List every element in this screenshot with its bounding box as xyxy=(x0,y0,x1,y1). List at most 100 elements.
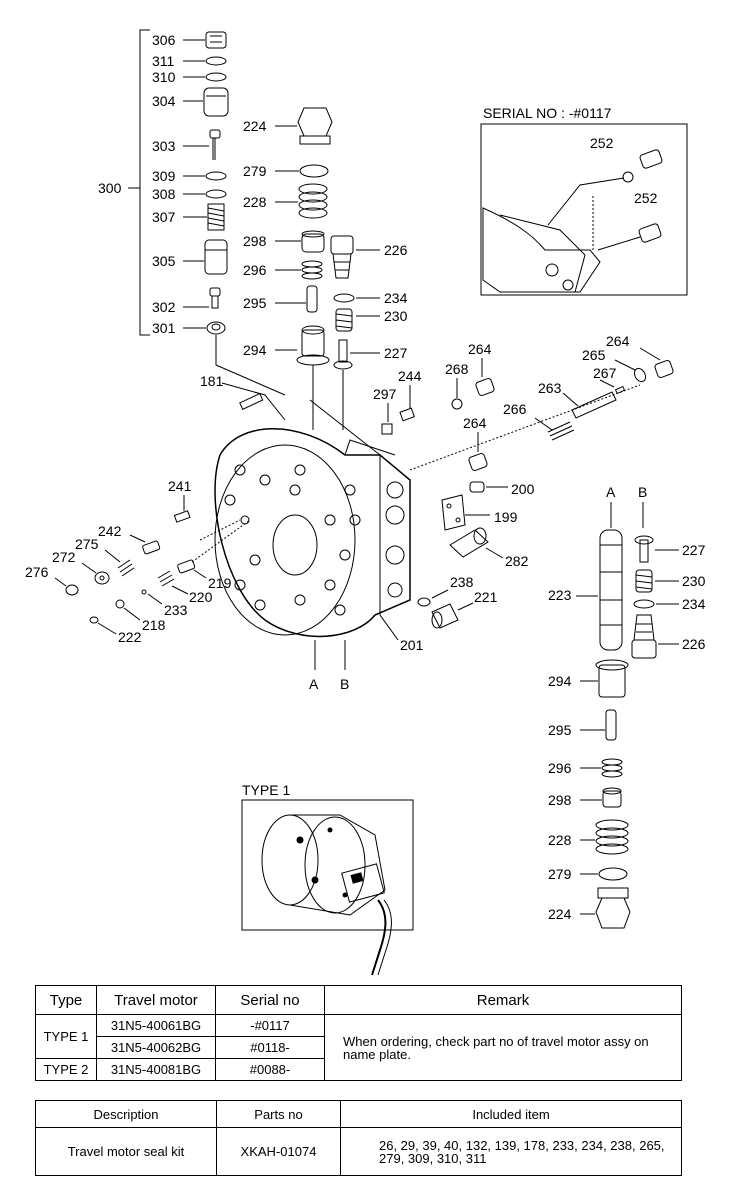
col-included-item: Included item xyxy=(340,1100,682,1128)
part-252-bottom: 252 xyxy=(634,190,662,243)
part-309: 309 xyxy=(152,168,227,184)
spool-label-224: 224 xyxy=(548,906,572,922)
type-table: Type Travel motor Serial no Remark TYPE … xyxy=(35,985,682,1081)
part-307: 307 xyxy=(152,203,225,231)
part-244: 244 xyxy=(398,368,422,422)
label-224: 224 xyxy=(243,118,267,134)
part-230: 230 xyxy=(335,308,408,332)
spool-298: 298 xyxy=(548,787,622,808)
part-264-a: 264 xyxy=(468,341,495,396)
spool-label-230: 230 xyxy=(682,573,706,589)
serial-cell: #0118- xyxy=(215,1036,325,1059)
spool-label-223: 223 xyxy=(548,587,572,603)
label-275: 275 xyxy=(75,536,99,552)
part-295: 295 xyxy=(243,285,318,313)
spool-label-226: 226 xyxy=(682,636,706,652)
part-308: 308 xyxy=(152,186,227,202)
relief-valve-stack: 224 279 228 298 296 295 xyxy=(243,107,408,430)
spool-label-295: 295 xyxy=(548,722,572,738)
label-221: 221 xyxy=(474,589,498,605)
label-252-a: 252 xyxy=(590,135,614,151)
label-241: 241 xyxy=(168,478,192,494)
label-238: 238 xyxy=(450,574,474,590)
part-267: 267 xyxy=(593,365,626,395)
part-268: 268 xyxy=(445,361,469,410)
label-301: 301 xyxy=(152,320,176,336)
part-282: 282 xyxy=(449,527,529,569)
spool-label-298: 298 xyxy=(548,792,572,808)
label-234: 234 xyxy=(384,290,408,306)
spool-226: 226 xyxy=(631,614,706,659)
label-252-b: 252 xyxy=(634,190,658,206)
col-remark: Remark xyxy=(324,985,682,1015)
part-263: 263 xyxy=(538,380,617,419)
part-218: 218 xyxy=(115,599,166,633)
part-242: 242 xyxy=(98,523,161,555)
col-serial-no: Serial no xyxy=(215,985,325,1015)
seal-kit-table: Description Parts no Included item Trave… xyxy=(35,1100,682,1176)
part-264-c: 264 xyxy=(606,333,674,378)
label-267: 267 xyxy=(593,365,617,381)
part-297: 297 xyxy=(373,386,397,435)
spool-227: 227 xyxy=(634,535,706,563)
type1-inset: TYPE 1 xyxy=(241,782,414,976)
serial-inset-title: SERIAL NO : -#0117 xyxy=(483,105,612,121)
table-row: TYPE 1 31N5-40061BG -#0117 When ordering… xyxy=(35,1014,682,1081)
part-303: 303 xyxy=(152,129,221,160)
label-264-c: 264 xyxy=(606,333,630,349)
part-272: 272 xyxy=(52,549,110,585)
label-302: 302 xyxy=(152,299,176,315)
description-cell: Travel motor seal kit xyxy=(35,1127,217,1176)
label-268: 268 xyxy=(445,361,469,377)
kit-table-header-row: Description Parts no Included item xyxy=(35,1100,682,1128)
label-305: 305 xyxy=(152,253,176,269)
remark-cell: When ordering, check part no of travel m… xyxy=(324,1014,682,1081)
label-282: 282 xyxy=(505,553,529,569)
table-row: TYPE 2 31N5-40081BG #0088- xyxy=(35,1058,682,1081)
spool-label-227: 227 xyxy=(682,542,706,558)
label-310: 310 xyxy=(152,69,176,85)
part-227: 227 xyxy=(333,339,408,430)
col-travel-motor: Travel motor xyxy=(96,985,216,1015)
label-244: 244 xyxy=(398,368,422,384)
part-302: 302 xyxy=(152,287,221,315)
label-308: 308 xyxy=(152,186,176,202)
spool-223: 223 xyxy=(548,529,623,651)
label-A: A xyxy=(309,676,319,692)
spool-296: 296 xyxy=(548,758,623,778)
type-table-header-row: Type Travel motor Serial no Remark xyxy=(35,985,682,1015)
part-199: 199 xyxy=(441,494,518,531)
motor-body-201: 201 A B xyxy=(214,399,424,692)
motor-cell: 31N5-40062BG xyxy=(96,1036,216,1059)
col-description: Description xyxy=(35,1100,217,1128)
part-310: 310 xyxy=(152,69,227,85)
label-220: 220 xyxy=(189,589,213,605)
label-181: 181 xyxy=(200,373,224,389)
label-309: 309 xyxy=(152,168,176,184)
label-276: 276 xyxy=(25,564,49,580)
spool-228: 228 xyxy=(548,819,629,855)
label-307: 307 xyxy=(152,209,176,225)
spool-label-279: 279 xyxy=(548,866,572,882)
spool-224: 224 xyxy=(548,887,631,929)
part-296: 296 xyxy=(243,260,323,280)
label-297: 297 xyxy=(373,386,397,402)
label-311: 311 xyxy=(152,53,175,69)
part-294: 294 xyxy=(243,325,330,430)
part-306: 306 xyxy=(152,31,227,49)
label-227: 227 xyxy=(384,345,408,361)
type-cell: TYPE 1 xyxy=(35,1014,97,1059)
part-222: 222 xyxy=(89,616,142,645)
part-252-top: 252 xyxy=(590,135,663,169)
part-221: 221 xyxy=(431,589,498,629)
label-294: 294 xyxy=(243,342,267,358)
type-cell: TYPE 2 xyxy=(35,1058,97,1081)
part-234: 234 xyxy=(333,290,408,306)
part-224: 224 xyxy=(243,107,333,145)
label-B: B xyxy=(340,676,349,692)
spool-294: 294 xyxy=(548,659,629,698)
part-238: 238 xyxy=(417,574,474,607)
part-226: 226 xyxy=(330,235,408,279)
col-type: Type xyxy=(35,985,97,1015)
motor-cell: 31N5-40061BG xyxy=(96,1014,216,1037)
